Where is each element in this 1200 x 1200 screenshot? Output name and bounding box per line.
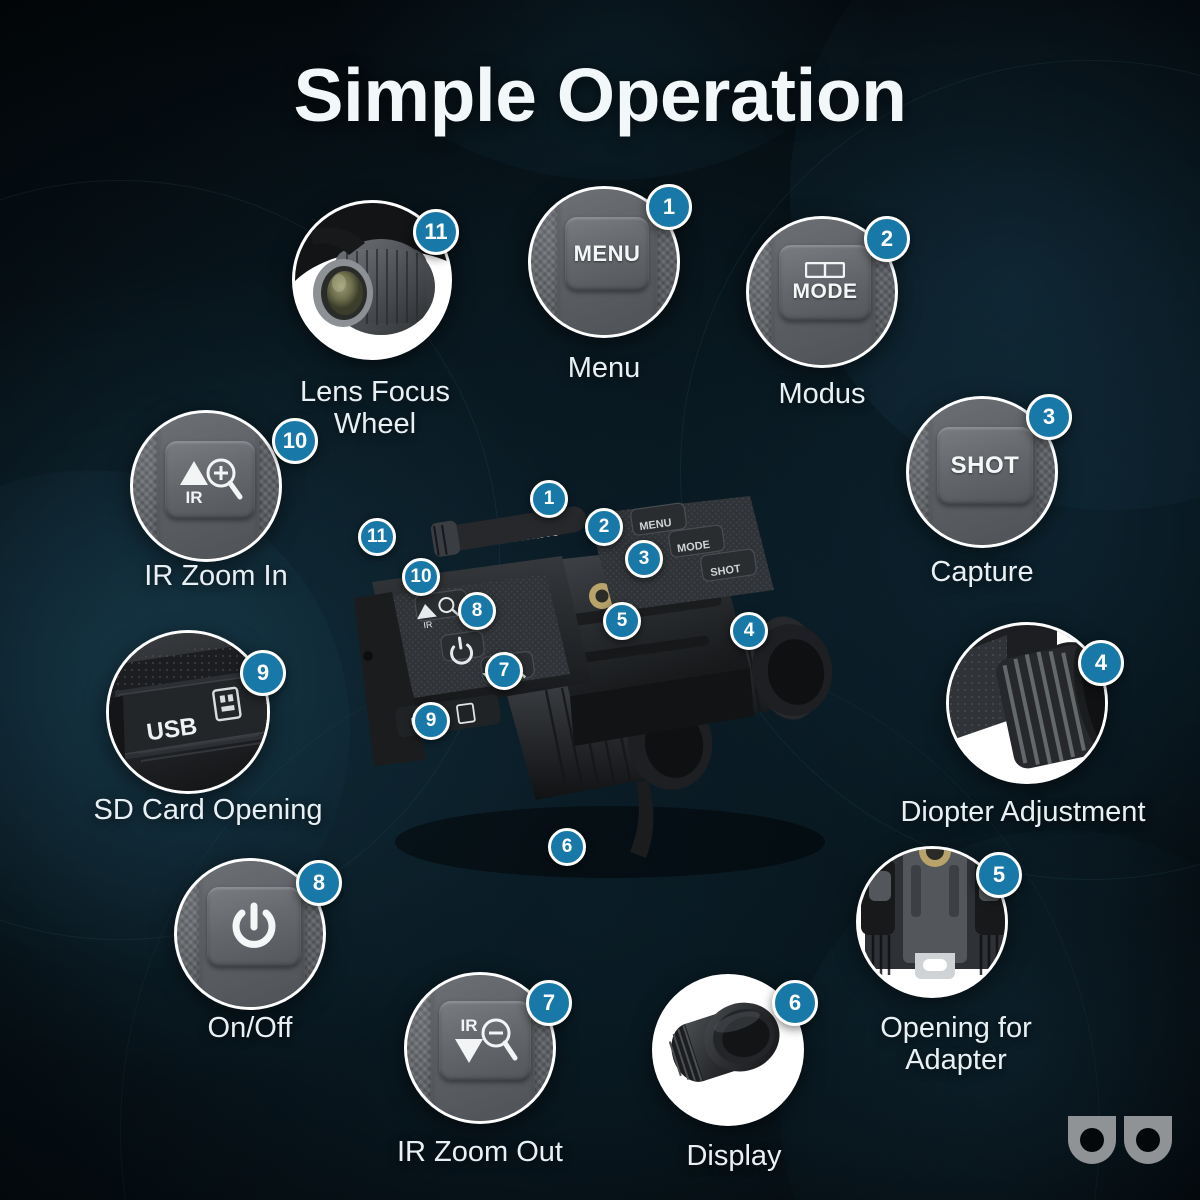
ir-zoom-out-key: IR [439,1001,531,1081]
bubble-modus: MODE [746,216,898,368]
label-lens-focus-wheel: Lens Focus Wheel [300,376,450,441]
badge-1: 1 [646,184,692,230]
label-ir-zoom-out: IR Zoom Out [397,1136,563,1168]
product-marker-7: 7 [485,652,523,690]
ir-zoom-out-icon: IR [455,1016,518,1063]
product-image-night-vision-binoculars: MENU MODE SHOT zoomble [330,470,870,890]
menu-key: MENU [565,217,649,291]
badge-11: 11 [413,209,459,255]
svg-text:IR: IR [186,488,203,507]
lens-focus-wheel-icon [295,203,449,335]
product-marker-2: 2 [585,508,623,546]
split-screen-icon [805,262,845,278]
label-on-off: On/Off [207,1012,293,1044]
bubble-on-off [174,858,326,1010]
page-title: Simple Operation [293,53,907,137]
ir-zoom-in-icon: IR [180,458,243,507]
label-capture: Capture [930,556,1034,588]
label-opening-for-adapter: Opening for Adapter [880,1012,1032,1077]
product-marker-6: 6 [548,828,586,866]
badge-8: 8 [296,860,342,906]
power-key [207,887,301,967]
product-marker-3: 3 [625,540,663,578]
bubble-display [652,974,804,1126]
product-marker-11: 11 [358,518,396,556]
bubble-ir-zoom-in: IR [130,410,282,562]
svg-text:MODE: MODE [676,539,710,555]
product-marker-4: 4 [730,612,768,650]
product-marker-8: 8 [458,592,496,630]
badge-2: 2 [864,216,910,262]
badge-9: 9 [240,650,286,696]
binoculars-illustration: MENU MODE SHOT zoomble [354,496,833,878]
label-modus: Modus [778,378,866,410]
badge-10: 10 [272,418,318,464]
svg-text:IR: IR [423,619,434,630]
ir-zoom-in-key: IR [165,441,255,519]
badge-6: 6 [772,980,818,1026]
power-icon [232,902,276,948]
badge-4: 4 [1078,640,1124,686]
usb-sd-port-icon: USB [109,633,267,791]
svg-text:SHOT: SHOT [710,563,742,579]
badge-3: 3 [1026,394,1072,440]
badge-5: 5 [976,852,1022,898]
menu-key-label: MENU [573,241,641,266]
product-marker-9: 9 [412,702,450,740]
svg-text:IR: IR [461,1016,478,1035]
zoomble-binocular-logo [1068,1116,1172,1164]
label-display: Display [686,1140,782,1172]
product-marker-1: 1 [530,480,568,518]
label-sd-card-opening: SD Card Opening [93,794,323,826]
badge-7: 7 [526,980,572,1026]
label-menu: Menu [567,352,641,384]
product-marker-5: 5 [603,602,641,640]
label-ir-zoom-in: IR Zoom In [144,560,288,592]
mode-key: MODE [779,245,871,321]
bubble-lens-focus-wheel [292,200,452,360]
shot-key: SHOT [937,427,1033,505]
shot-key-label: SHOT [950,452,1020,479]
product-marker-10: 10 [402,558,440,596]
mode-key-label: MODE [792,280,858,303]
bubble-sd-card-opening: USB [106,630,270,794]
svg-text:MENU: MENU [639,517,673,533]
eyecup-display-icon [668,1002,780,1082]
label-diopter-adjustment: Diopter Adjustment [900,796,1146,828]
